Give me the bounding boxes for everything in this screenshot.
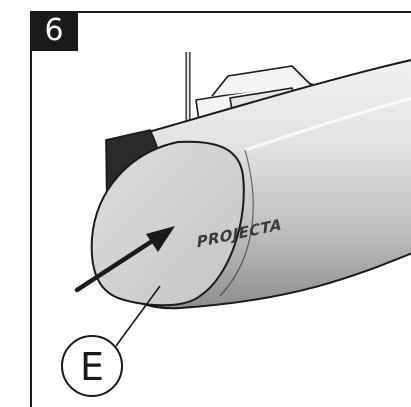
illustration-frame (30, 11, 411, 407)
callout-circle (61, 335, 123, 397)
step-number-badge: 6 (30, 11, 78, 51)
callout-leader-line (115, 285, 161, 347)
end-cap-e (90, 140, 245, 307)
callout-label: E (80, 345, 104, 389)
push-arrow (74, 226, 175, 293)
